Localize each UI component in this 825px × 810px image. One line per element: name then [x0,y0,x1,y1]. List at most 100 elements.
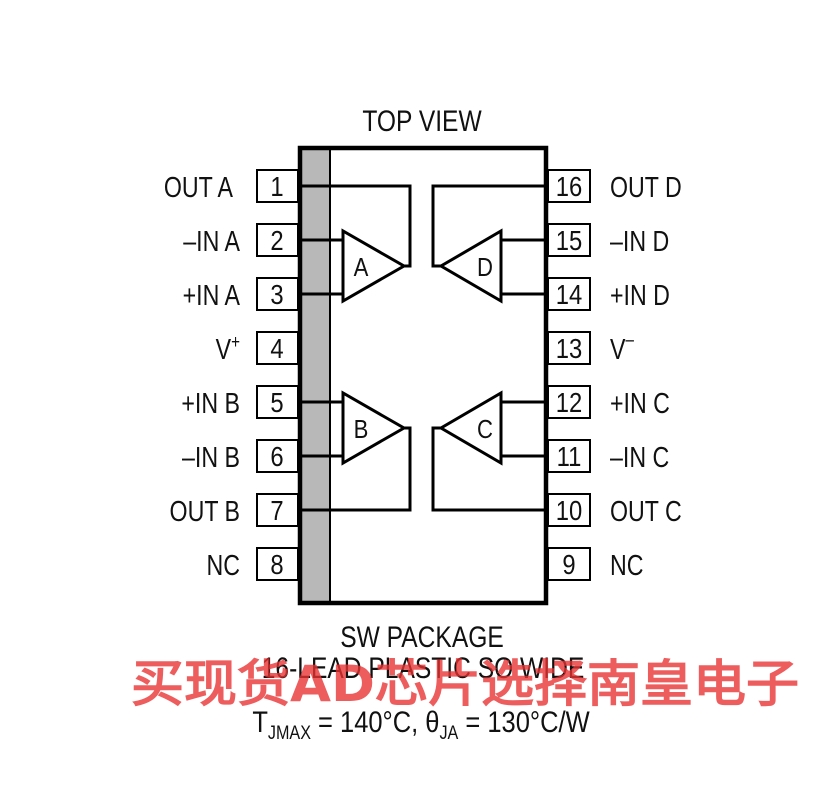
pin-12-label: +IN C [610,386,670,419]
pin-3-box [256,277,299,311]
pin-12-box [547,385,591,419]
pin-10: 10 OUT C [547,493,682,528]
pin-7-number: 7 [270,494,283,526]
pin-10-box [547,493,591,527]
pin-7-box [256,493,299,527]
pin-13-label-main: V [610,332,626,365]
amplifier-d-triangle [438,228,503,304]
package-outline [297,145,549,606]
amplifier-a: A [341,228,408,304]
pin-4: 4 V+ [216,330,299,366]
pin-4-label: V+ [216,330,240,365]
pin-8-label: NC [206,548,240,581]
pin-16-number: 16 [556,170,582,202]
amplifier-a-label: A [354,253,370,282]
amplifier-b: B [341,390,408,466]
pin-13-number: 13 [556,332,582,364]
pin-11: 11 –IN C [547,439,669,474]
pin-6-label: –IN B [182,440,240,473]
pin-6-box [256,439,299,473]
pin-14-number: 14 [556,278,582,310]
tjmax-symbol: T [252,705,268,738]
pin-16-box [547,169,591,203]
amplifier-b-label: B [354,415,369,444]
watermark-text: 买现货AD芯片选择南皇电子 [131,655,799,713]
pin-16-label: OUT D [610,170,682,203]
pin-14-box [547,277,591,311]
theta-ja-value: = 130°C/W [458,705,590,738]
pin-3-number: 3 [270,278,283,310]
pin1-indicator-strip [302,150,330,601]
top-view-title: TOP VIEW [362,104,481,138]
pin-15-box [547,223,591,257]
pin-3: 3 +IN A [183,277,299,312]
theta-ja-symbol: θ [425,705,439,738]
pin-2-box [256,223,299,257]
pin-6: 6 –IN B [182,439,299,474]
pin-15: 15 –IN D [547,223,669,258]
wire-out-c [431,426,546,512]
pin-13: 13 V– [547,328,634,366]
pin-9-label: NC [610,548,644,581]
package-description: 16-LEAD PLASTIC SO WIDE [262,651,584,685]
tjmax-value: = 140°C, [311,705,425,738]
pin-9-number: 9 [562,548,575,580]
pin-4-number: 4 [270,332,283,364]
pin-11-box [547,439,591,473]
pin-2: 2 –IN A [183,223,299,258]
pin-13-label: V– [610,328,634,365]
pin-12-number: 12 [556,386,582,418]
wiring [300,184,546,512]
pin-5-number: 5 [270,386,283,418]
pin-4-box [256,331,299,365]
amplifier-b-triangle [341,390,408,466]
pin-7-label: OUT B [170,494,240,527]
theta-ja-subscript: JA [439,722,458,744]
amplifier-d-label: D [477,253,493,282]
pin-7: 7 OUT B [170,493,299,528]
pin-11-number: 11 [557,440,582,472]
pin-4-label-main: V [216,332,232,365]
pins-right: 16 OUT D 15 –IN D 14 +IN D 13 V– 12 +IN … [547,169,682,582]
pin-5-label: +IN B [181,386,240,419]
pin-5: 5 +IN B [181,385,299,420]
pin-14-label: +IN D [610,278,670,311]
tjmax-subscript: JMAX [268,722,311,744]
pin-1-label: OUT A [164,170,234,203]
pin-1-number: 1 [270,170,283,202]
pin-10-label: OUT C [610,494,682,527]
wire-out-d [431,184,546,268]
pin-4-label-sup: + [231,330,240,352]
amplifier-d: D [438,228,503,304]
pin-15-number: 15 [556,224,582,256]
pin-11-label: –IN C [610,440,669,473]
pin-8: 8 NC [206,547,299,582]
amplifier-c-label: C [477,415,493,444]
pins-left: 1 OUT A 2 –IN A 3 +IN A 4 V+ 5 +IN B 6 –… [164,169,299,582]
pin-14: 14 +IN D [547,277,670,312]
pin-16: 16 OUT D [547,169,682,204]
package-body [300,148,546,603]
pin-6-number: 6 [270,440,283,472]
package-name: SW PACKAGE [340,620,504,654]
pin-9-box [547,547,591,581]
amplifier-a-triangle [341,228,408,304]
pin-3-label: +IN A [183,278,241,311]
pin-9: 9 NC [547,547,644,582]
pin-5-box [256,385,299,419]
pin-13-label-sup: – [625,328,634,350]
pin-8-number: 8 [270,548,283,580]
pin-15-label: –IN D [610,224,669,257]
pin-8-box [256,547,299,581]
pin-2-label: –IN A [183,224,240,257]
pin-10-number: 10 [556,494,582,526]
pin-13-box [547,331,591,365]
amplifier-c-triangle [438,390,503,466]
thermal-specs: TJMAX = 140°C, θJA = 130°C/W [252,705,590,743]
pin-2-number: 2 [270,224,283,256]
pin-1: 1 OUT A [164,169,299,204]
amplifier-c: C [438,390,503,466]
pin-12: 12 +IN C [547,385,670,420]
pin-1-box [256,169,299,203]
